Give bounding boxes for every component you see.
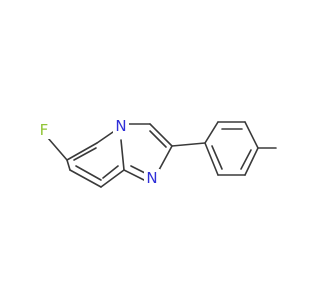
bond-c8a-c8	[100, 169, 125, 188]
bond-c1p-c2p	[204, 121, 219, 144]
bond-c4p-c5p	[244, 147, 259, 176]
bond-c3p-c4p	[244, 121, 259, 149]
bond-c2-n1	[158, 145, 173, 171]
bond-n1-c8a-inner	[130, 165, 146, 174]
imidazole-nitrogen-atom-label: N	[146, 169, 157, 187]
bond-c7-c6	[66, 159, 71, 171]
bond-c3-c2-inner	[149, 130, 167, 148]
bond-c8-c7-inner	[75, 165, 102, 181]
bond-c6p-c1p-inner	[211, 145, 223, 170]
bridgehead-nitrogen-atom-label: N	[115, 117, 126, 135]
bond-c5-n4	[96, 131, 114, 144]
bond-c8a-c8-inner	[102, 165, 119, 179]
bonds	[47, 121, 277, 188]
bond-c4p-c5p-inner	[240, 149, 252, 170]
bond-c3-c2	[149, 123, 173, 147]
bond-n1-c8a	[123, 169, 145, 181]
molecule-structure: F N N	[36, 117, 277, 188]
bond-n4-c8a	[120, 139, 125, 171]
bond-c8-c7	[69, 169, 102, 188]
bond-c6-c5	[66, 142, 98, 161]
bridgehead-nitrogen-label-bg	[113, 117, 129, 135]
imidazole-nitrogen-label-bg	[144, 169, 160, 187]
bond-c2-c1p	[171, 142, 206, 147]
fluorine-label-bg	[36, 121, 52, 139]
bond-c6-c5-inner	[73, 147, 97, 161]
bond-c6p-c1p	[204, 142, 219, 176]
atom-labels: F N N	[36, 117, 160, 187]
bond-c6-f	[47, 137, 68, 161]
fluorine-atom-label: F	[40, 121, 49, 139]
